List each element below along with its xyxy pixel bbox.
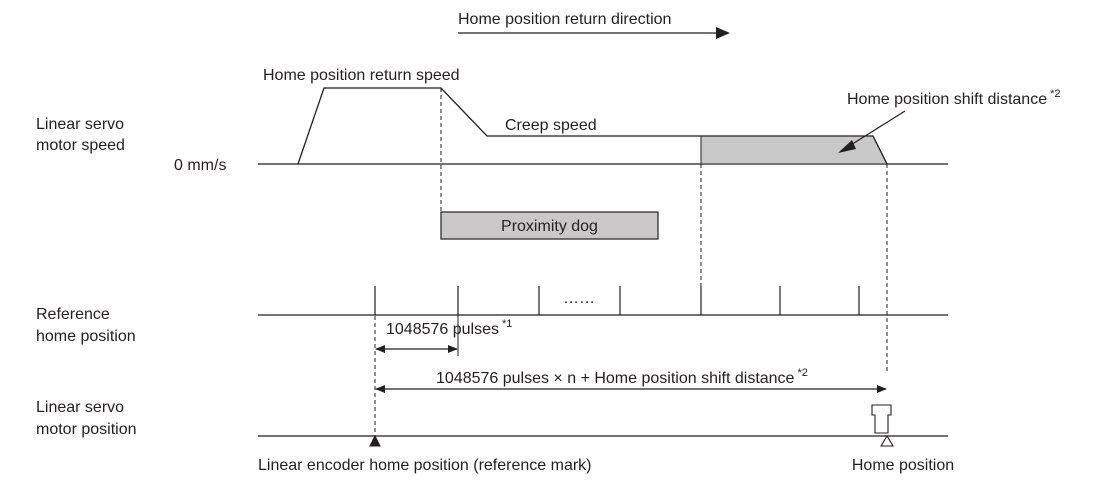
encoder-home-label: Linear encoder home position (reference … <box>258 457 592 474</box>
speed-profile-line <box>297 87 888 165</box>
speed-row-label-line1: Linear servo <box>36 116 124 133</box>
shift-distance-leader <box>845 110 906 149</box>
creep-speed-label: Creep speed <box>505 117 597 134</box>
proximity-dog-block <box>440 211 659 240</box>
direction-arrowhead <box>716 27 730 39</box>
speed-row-label-line2: motor speed <box>36 137 125 154</box>
position-row-label-line1: Linear servo <box>36 399 124 416</box>
shift-distance-leader-arrowhead <box>838 140 856 153</box>
direction-label: Home position return direction <box>458 11 671 28</box>
home-position-label: Home position <box>852 457 954 474</box>
total-distance-label: 1048576 pulses × n + Home position shift… <box>436 367 808 387</box>
encoder-home-marker-icon <box>369 434 381 447</box>
home-position-marker-icon <box>880 434 894 447</box>
proximity-dog-label: Proximity dog <box>501 218 598 235</box>
reference-row-label-line1: Reference <box>36 306 110 323</box>
shift-distance-label: Home position shift distance*2 <box>847 88 1061 108</box>
position-row-label-line2: motor position <box>36 421 137 438</box>
reference-row-label-line2: home position <box>36 328 136 345</box>
return-speed-label: Home position return speed <box>263 67 460 84</box>
pulse-ellipsis: …… <box>563 290 595 307</box>
pulse-interval-label: 1048576 pulses*1 <box>386 318 512 338</box>
home-position-stopper-icon <box>871 404 892 434</box>
zero-speed-label: 0 mm/s <box>174 157 226 174</box>
